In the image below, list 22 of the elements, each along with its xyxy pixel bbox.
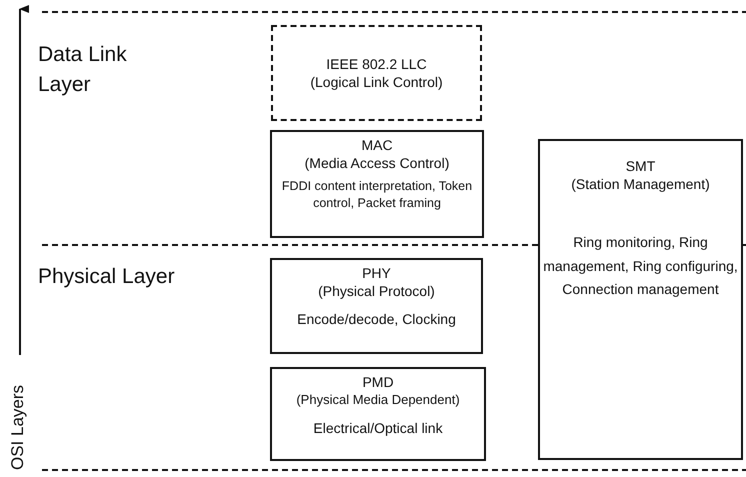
box-description: FDDI content interpretation, Token control, Packet framing xyxy=(280,178,474,212)
box-title: PHY xyxy=(362,264,391,282)
box-subtitle: (Physical Media Dependent) xyxy=(296,391,460,409)
box-subtitle: (Physical Protocol) xyxy=(318,282,435,300)
box-description: Ring monitoring, Ring management, Ring configuring, Connection management xyxy=(542,233,739,299)
layer-box xyxy=(270,130,484,238)
box-title: MAC xyxy=(361,136,393,154)
box-description: Encode/decode, Clocking xyxy=(297,310,456,328)
layer-box xyxy=(271,25,482,121)
box-description: Electrical/Optical link xyxy=(313,419,443,437)
box-subtitle: (Logical Link Control) xyxy=(310,73,443,91)
layer-label: Physical Layer xyxy=(38,264,176,290)
box-subtitle: (Media Access Control) xyxy=(304,154,450,172)
box-subtitle: (Station Management) xyxy=(571,175,710,193)
box-title: SMT xyxy=(626,157,656,175)
layer-box xyxy=(270,258,483,354)
box-title: IEEE 802.2 LLC xyxy=(326,55,427,73)
axis-label: OSI Layers xyxy=(8,384,28,470)
layer-box xyxy=(538,139,743,460)
layer-label: Data Link Layer xyxy=(38,42,128,98)
box-title: PMD xyxy=(362,373,394,391)
layer-box xyxy=(270,367,486,461)
